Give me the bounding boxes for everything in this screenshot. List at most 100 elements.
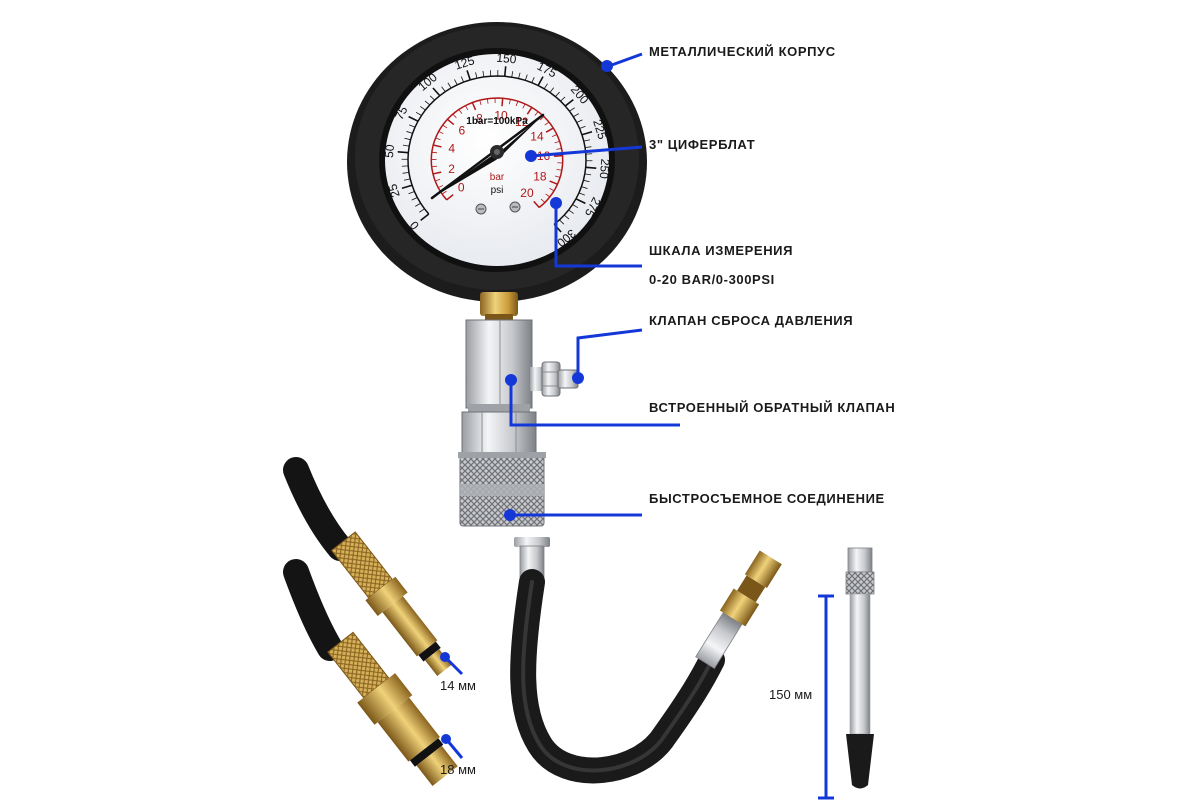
bar-tick — [438, 131, 444, 135]
psi-scale-arc — [407, 75, 587, 225]
psi-tick — [447, 82, 452, 89]
bar-tick — [533, 200, 540, 208]
bar-tick — [549, 187, 555, 192]
bar-tick — [545, 193, 551, 198]
bar-tick-marks — [431, 98, 563, 208]
psi-tick — [475, 72, 478, 79]
bar-label: 14 — [530, 130, 544, 144]
psi-tick — [503, 66, 507, 77]
bar-scale-arc — [430, 97, 564, 209]
label-dial-size: 3" ЦИФЕРБЛАТ — [649, 137, 756, 152]
label-check-valve: ВСТРОЕННЫЙ ОБРАТНЫЙ КЛАПАН — [649, 400, 896, 415]
bar-label: 8 — [476, 111, 483, 125]
bar-tick — [534, 111, 539, 116]
bar-tick — [551, 134, 558, 137]
bar-tick — [544, 121, 550, 126]
psi-tick — [559, 219, 565, 225]
psi-tick — [511, 71, 514, 78]
bar-tick — [501, 98, 504, 107]
label-scale-title: ШКАЛА ИЗМЕРЕНИЯ — [649, 243, 794, 258]
bar-tick — [539, 116, 545, 121]
psi-label: 250 — [597, 158, 613, 179]
bar-tick — [522, 103, 526, 109]
bar-tick — [556, 169, 562, 171]
bar-tick — [435, 137, 441, 141]
label-metal-housing: МЕТАЛЛИЧЕСКИЙ КОРПУС — [649, 44, 836, 59]
gauge-brass-stem — [480, 292, 518, 316]
psi-tick — [568, 209, 574, 214]
psi-tick — [415, 202, 421, 207]
bar-tick — [526, 107, 533, 115]
label-extension-length: 150 мм — [769, 687, 813, 702]
adapter-14mm — [283, 457, 452, 676]
gauge-unit-bar: bar — [490, 172, 505, 183]
bar-tick — [479, 100, 482, 106]
psi-tick — [584, 173, 592, 176]
psi-tick — [563, 214, 570, 220]
psi-tick — [579, 125, 586, 129]
bar-tick — [438, 185, 444, 189]
bar-tick — [508, 99, 511, 105]
bar-tick — [556, 148, 562, 150]
check-valve-hex-nut — [461, 411, 537, 455]
psi-tick — [543, 83, 548, 89]
bar-tick — [554, 154, 563, 157]
psi-tick — [420, 213, 430, 222]
bar-tick — [465, 105, 469, 111]
psi-tick — [454, 79, 458, 86]
psi-tick — [441, 86, 446, 92]
extension-rod — [845, 547, 875, 789]
adapter-18mm — [283, 559, 458, 786]
label-adapter-18mm: 18 мм — [440, 762, 476, 777]
bar-label: 20 — [520, 186, 534, 200]
bar-scale-labels: 02468101214161820 — [448, 108, 550, 200]
psi-label: 75 — [392, 104, 411, 123]
psi-tick — [402, 144, 410, 147]
bar-label: 2 — [448, 162, 455, 176]
psi-tick — [576, 119, 583, 123]
psi-tick — [409, 124, 416, 128]
label-scale-range: 0-20 BAR/0-300PSI — [649, 272, 775, 287]
label-quick-connect: БЫСТРОСЪЕМНОЕ СОЕДИНЕНИЕ — [649, 491, 885, 506]
bar-tick — [471, 102, 477, 111]
bar-tick — [549, 180, 558, 185]
bar-label: 10 — [494, 108, 508, 122]
psi-label: 25 — [385, 182, 402, 199]
psi-tick — [397, 151, 409, 154]
bar-label: 6 — [458, 123, 465, 137]
relief-valve-button[interactable] — [530, 361, 579, 397]
psi-tick — [466, 70, 471, 81]
psi-tick — [424, 100, 431, 106]
bar-tick — [433, 144, 442, 148]
bar-tick — [435, 178, 441, 182]
psi-tick — [420, 106, 426, 111]
psi-tick — [583, 179, 590, 183]
psi-tick — [518, 72, 521, 79]
psi-tick — [402, 172, 409, 174]
bar-tick — [442, 124, 448, 129]
bar-tick — [446, 118, 455, 126]
callout-lines — [440, 52, 834, 800]
psi-tick — [573, 113, 579, 118]
psi-label: 225 — [590, 118, 609, 142]
psi-tick — [408, 115, 419, 122]
psi-tick — [575, 198, 586, 205]
bar-label: 0 — [458, 180, 465, 194]
psi-label: 125 — [453, 53, 477, 72]
psi-tick — [408, 191, 415, 195]
bar-tick — [515, 101, 519, 107]
bar-tick — [446, 194, 454, 201]
psi-tick — [569, 107, 575, 112]
psi-tick — [524, 74, 528, 81]
gauge-conversion-text: 1bar=100kPa — [466, 116, 528, 127]
psi-tick — [432, 87, 441, 97]
psi-tick — [401, 184, 413, 190]
psi-tick — [564, 98, 574, 107]
psi-tick — [404, 137, 411, 141]
psi-tick — [549, 87, 555, 93]
bar-label: 12 — [515, 115, 529, 129]
psi-tick — [411, 197, 418, 201]
gauge-needle — [430, 113, 545, 200]
